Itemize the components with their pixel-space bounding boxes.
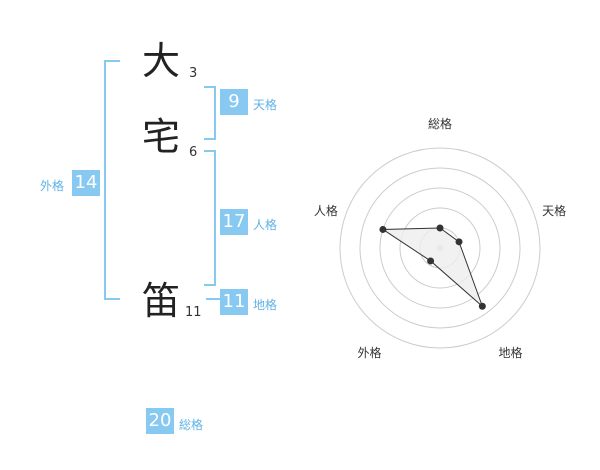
- gaikaku-label: 外格: [40, 179, 65, 193]
- jinkaku-value: 17: [220, 209, 248, 235]
- radar-axis-label-1: 総格: [428, 116, 452, 131]
- radar-grid-ring: [399, 207, 481, 289]
- radar-axis-label-2: 天格: [542, 203, 566, 218]
- name-char-3: 笛: [142, 279, 181, 323]
- stroke-count-2: 6: [189, 145, 198, 160]
- radar-polygon: [381, 227, 483, 307]
- stroke-count-1: 3: [189, 66, 198, 81]
- radar-grid-ring: [339, 147, 541, 349]
- gaikaku-bracket: [104, 60, 120, 300]
- radar-point-1: [436, 224, 444, 232]
- radar-grid-ring: [359, 167, 521, 329]
- radar-point-3: [478, 302, 486, 310]
- jinkaku-label: 人格: [253, 218, 278, 232]
- tenkaku-label: 天格: [253, 98, 278, 112]
- radar-chart: 総格天格地格 外格 人格: [300, 110, 590, 370]
- jinkaku-bracket: [204, 150, 216, 286]
- gaikaku-value: 14: [72, 170, 100, 196]
- chikaku-label: 地格: [253, 298, 278, 312]
- chikaku-value: 11: [220, 289, 248, 315]
- soukaku-label: 総格: [179, 418, 204, 432]
- radar-point-5: [379, 225, 387, 233]
- name-char-1: 大: [142, 39, 181, 83]
- soukaku-value: 20: [146, 408, 174, 434]
- name-char-2: 宅: [142, 115, 181, 159]
- tenkaku-bracket: [204, 86, 216, 140]
- radar-point-2: [455, 238, 463, 246]
- radar-point-4: [427, 257, 435, 265]
- radar-axis-label-5: 人格: [314, 203, 338, 218]
- radar-axis-label-4: 外格: [357, 345, 381, 360]
- chikaku-connector: [206, 298, 220, 300]
- tenkaku-value: 9: [220, 89, 248, 115]
- radar-grid-ring: [379, 187, 501, 309]
- radar-axis-label-3: 地格: [499, 345, 523, 360]
- stroke-count-3: 11: [185, 305, 202, 320]
